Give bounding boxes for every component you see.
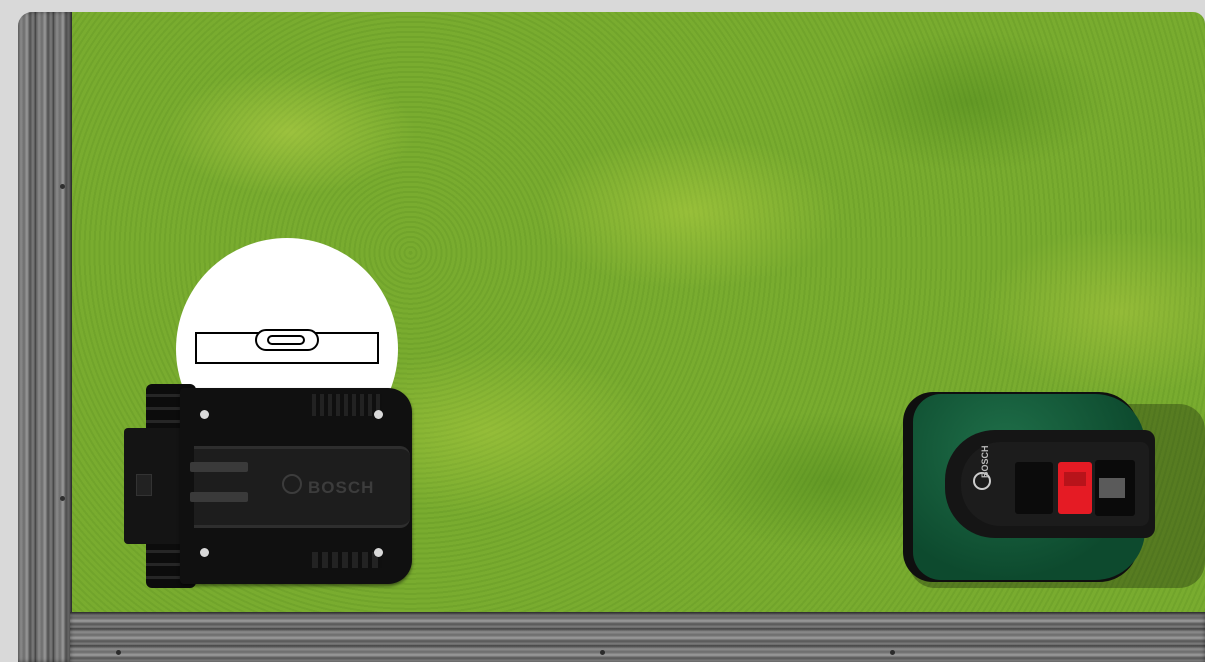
station-rail — [194, 446, 410, 528]
peg-hole — [200, 410, 209, 419]
station-slot — [136, 474, 152, 496]
mower-handle — [1015, 462, 1053, 514]
deck-screw — [60, 184, 65, 189]
peg-hole — [374, 548, 383, 557]
charging-station: BOSCH — [124, 384, 412, 588]
robotic-mower: BOSCH — [903, 390, 1205, 586]
deck-bottom-border — [70, 612, 1205, 662]
station-vent — [312, 552, 382, 568]
level-bubble-vial — [255, 329, 319, 351]
mower-brand-label: BOSCH — [980, 445, 990, 478]
mower-display — [1099, 478, 1125, 498]
peg-hole — [200, 548, 209, 557]
deck-left-border — [18, 12, 72, 662]
station-brand-label: BOSCH — [308, 478, 374, 498]
charging-contact — [190, 462, 248, 472]
deck-screw — [60, 496, 65, 501]
peg-hole — [374, 410, 383, 419]
station-vent — [312, 394, 382, 416]
bosch-logo-icon — [282, 474, 302, 494]
mower-stop-button — [1058, 462, 1092, 514]
charging-contact — [190, 492, 248, 502]
deck-screw — [116, 650, 121, 655]
deck-screw — [600, 650, 605, 655]
deck-screw — [890, 650, 895, 655]
